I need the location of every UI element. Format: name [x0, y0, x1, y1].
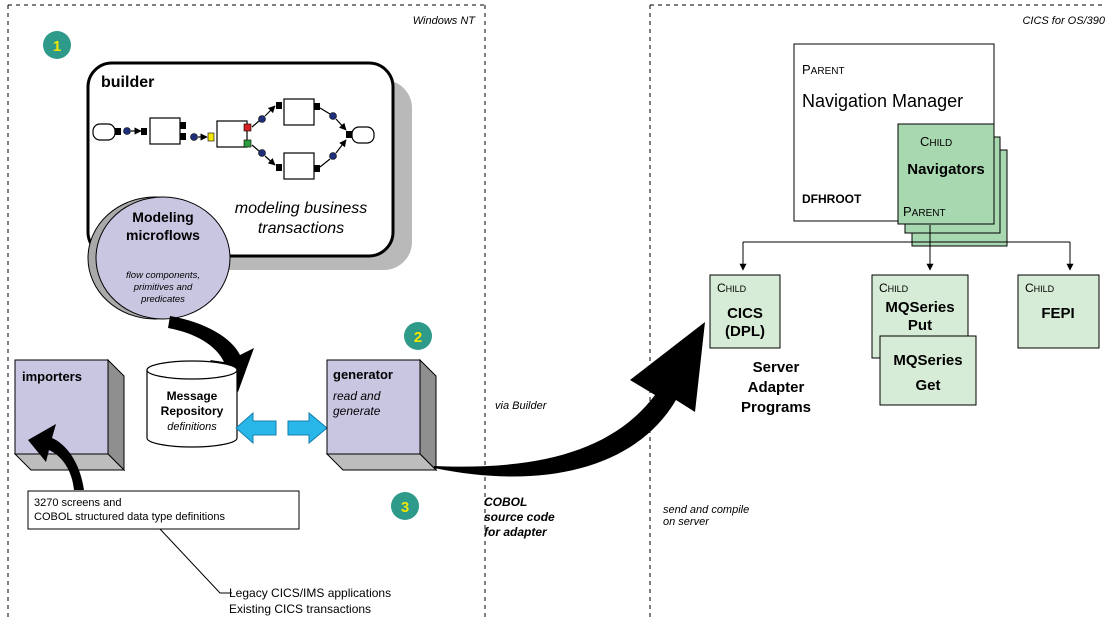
via-builder-label: via Builder — [495, 400, 548, 412]
cics-child: CHILD — [717, 281, 747, 295]
step-1-badge: 1 — [43, 31, 71, 59]
repository-line1: Message — [167, 389, 218, 403]
generator-to-cics-arrow — [434, 322, 705, 477]
blue-double-arrows — [235, 411, 328, 445]
cics-dpl-box: CHILD CICS (DPL) — [709, 274, 781, 349]
step-2-badge: 2 — [404, 322, 432, 350]
fepi-line1: FEPI — [1041, 305, 1074, 322]
generator-title: generator — [333, 367, 393, 382]
server-adapter-line3: Programs — [741, 399, 811, 416]
builder-title: builder — [101, 74, 154, 91]
step-1-number: 1 — [53, 38, 61, 55]
nav-manager-parent: PARENT — [802, 62, 845, 77]
cics-os390-label: CICS for OS/390 — [1022, 15, 1105, 27]
sources-to-importers-arrow — [28, 424, 84, 490]
sources-line1: 3270 screens and — [34, 497, 121, 509]
generator-box: generator read and generate — [325, 358, 438, 472]
mq-get-line1: MQSeries — [893, 352, 962, 369]
repository-line2: Repository — [161, 404, 224, 418]
step-2-number: 2 — [414, 329, 422, 346]
microflows-sub-line1: flow components, — [126, 270, 200, 281]
navigators-stack: CHILD Navigators PARENT — [897, 123, 1008, 247]
cics-line2: (DPL) — [725, 323, 765, 340]
sources-line2: COBOL structured data type definitions — [34, 511, 225, 523]
generator-line2: generate — [333, 404, 381, 418]
microflows-title-line1: Modeling — [132, 209, 193, 225]
step-3-badge: 3 — [391, 492, 419, 520]
cics-os390-region: CICS for OS/390 — [649, 4, 1105, 619]
send-compile-line2: on server — [663, 516, 710, 528]
microflows-sub-line2: primitives and — [133, 282, 193, 293]
navigators-child: CHILD — [920, 134, 952, 149]
dfhroot-label: DFHROOT — [802, 192, 862, 206]
server-adapter-line2: Adapter — [748, 379, 805, 396]
microflow-sketch — [92, 98, 375, 180]
fepi-child: CHILD — [1025, 281, 1055, 295]
mqseries-get-box: MQSeries Get — [879, 335, 977, 406]
send-compile-line1: send and compile — [663, 504, 749, 516]
generator-line1: read and — [333, 389, 381, 403]
nav-manager-title: Navigation Manager — [802, 91, 963, 111]
repository-line3: definitions — [167, 421, 217, 433]
mq-get-line2: Get — [915, 377, 940, 394]
cics-line1: CICS — [727, 305, 763, 322]
mq-put-line1: MQSeries — [885, 299, 954, 316]
cobol-line2: source code — [484, 510, 555, 524]
navigators-title: Navigators — [907, 161, 985, 178]
legacy-line1: Legacy CICS/IMS applications — [229, 586, 391, 600]
microflows-disc: Modeling microflows flow components, pri… — [87, 196, 231, 320]
server-adapter-line1: Server — [753, 359, 800, 376]
windows-nt-label: Windows NT — [413, 15, 477, 27]
builder-caption-line1: modeling business — [235, 200, 368, 217]
windows-nt-region: Windows NT — [7, 4, 486, 619]
fepi-box: CHILD FEPI — [1017, 274, 1100, 349]
mq-put-line2: Put — [908, 317, 932, 334]
step-3-number: 3 — [401, 499, 409, 516]
builder-caption-line2: transactions — [258, 220, 344, 237]
importers-box: importers — [13, 358, 126, 472]
mq-put-child: CHILD — [879, 281, 909, 295]
legacy-connector — [159, 528, 232, 594]
importers-title: importers — [22, 369, 82, 384]
cobol-line3: for adapter — [484, 525, 548, 539]
microflows-sub-line3: predicates — [140, 294, 185, 305]
legacy-line2: Existing CICS transactions — [229, 602, 371, 616]
cobol-line1: COBOL — [484, 495, 527, 509]
message-repository: Message Repository definitions — [146, 360, 238, 448]
sources-box: 3270 screens and COBOL structured data t… — [27, 490, 300, 530]
navigators-parent: PARENT — [903, 204, 946, 219]
navigator-connectors — [739, 225, 1074, 271]
microflows-title-line2: microflows — [126, 227, 200, 243]
